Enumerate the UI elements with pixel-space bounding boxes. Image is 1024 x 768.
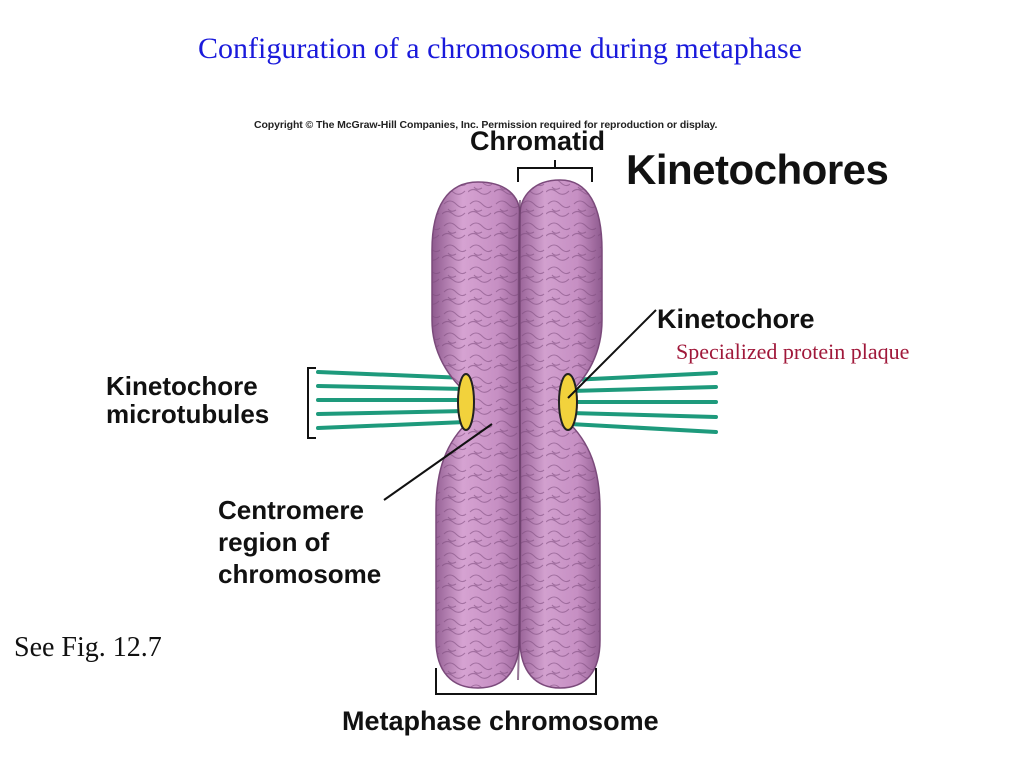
centromere-label-line2: region of <box>218 527 330 557</box>
metaphase-bracket <box>435 668 597 695</box>
figure-reference: See Fig. 12.7 <box>14 632 162 663</box>
kinetochore-right <box>558 373 578 431</box>
microtubules-label-line1: Kinetochore <box>106 371 258 401</box>
kinetochore-label: Kinetochore <box>657 304 815 334</box>
microtubules-left <box>316 370 468 430</box>
microtubules-label: Kinetochore microtubules <box>106 372 269 428</box>
centromere-leader <box>383 423 493 501</box>
copyright-notice: Copyright © The McGraw-Hill Companies, I… <box>254 119 718 131</box>
centromere-label-line3: chromosome <box>218 559 382 589</box>
kinetochore-left <box>457 373 475 431</box>
centromere-label-line1: Centromere <box>218 495 364 525</box>
chromatid-bracket <box>517 160 593 182</box>
kinetochore-note: Specialized protein plaque <box>676 339 910 364</box>
figure-heading: Kinetochores <box>626 146 889 193</box>
microtubules-bracket <box>307 367 316 439</box>
microtubules-right <box>568 371 718 434</box>
microtubules-label-line2: microtubules <box>106 399 270 429</box>
metaphase-chromosome-label: Metaphase chromosome <box>342 706 659 736</box>
right-chromatid <box>519 179 603 689</box>
kinetochore-leader <box>567 309 657 399</box>
chromatid-label: Chromatid <box>470 126 605 156</box>
chromatid-groove <box>517 199 522 681</box>
centromere-label: Centromere region of chromosome <box>218 494 381 590</box>
slide-title: Configuration of a chromosome during met… <box>197 32 802 65</box>
